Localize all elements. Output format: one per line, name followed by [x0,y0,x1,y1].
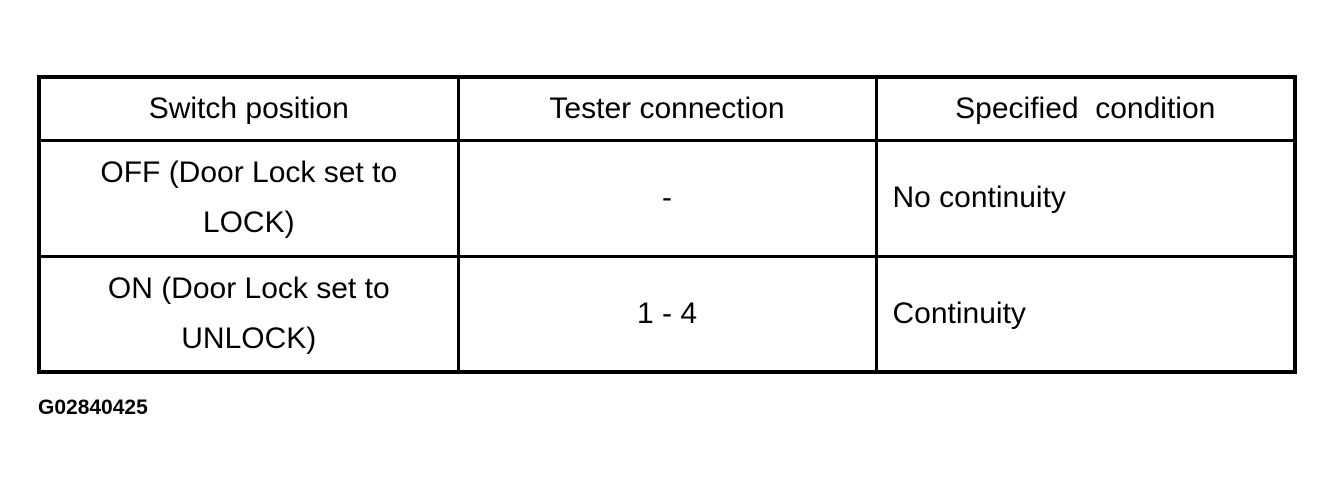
figure-code: G02840425 [38,396,148,419]
inspection-table: Switch position Tester connection Specif… [37,75,1297,374]
cell-switch-position-text: OFF (Door Lock set to LOCK) [100,156,398,239]
header-specified-condition: Specified condition [874,75,1297,142]
cell-specified-condition: Continuity [874,254,1297,374]
cell-switch-position: OFF (Door Lock set to LOCK) [37,138,460,258]
header-tester-connection: Tester connection [456,75,878,142]
cell-switch-position-text: ON (Door Lock set to UNLOCK) [107,271,390,355]
cell-switch-position: ON (Door Lock set to UNLOCK) [37,254,460,374]
table-body: OFF (Door Lock set to LOCK) - No continu… [37,138,1297,374]
cell-tester-connection: 1 - 4 [456,254,878,374]
table-header: Switch position Tester connection Specif… [37,75,1297,142]
table-row: ON (Door Lock set to UNLOCK) 1 - 4 Conti… [37,254,1297,374]
cell-tester-connection: - [456,138,878,258]
table-row: OFF (Door Lock set to LOCK) - No continu… [37,138,1297,258]
header-row: Switch position Tester connection Specif… [37,75,1297,142]
header-switch-position: Switch position [37,75,460,142]
cell-specified-condition: No continuity [874,138,1297,258]
